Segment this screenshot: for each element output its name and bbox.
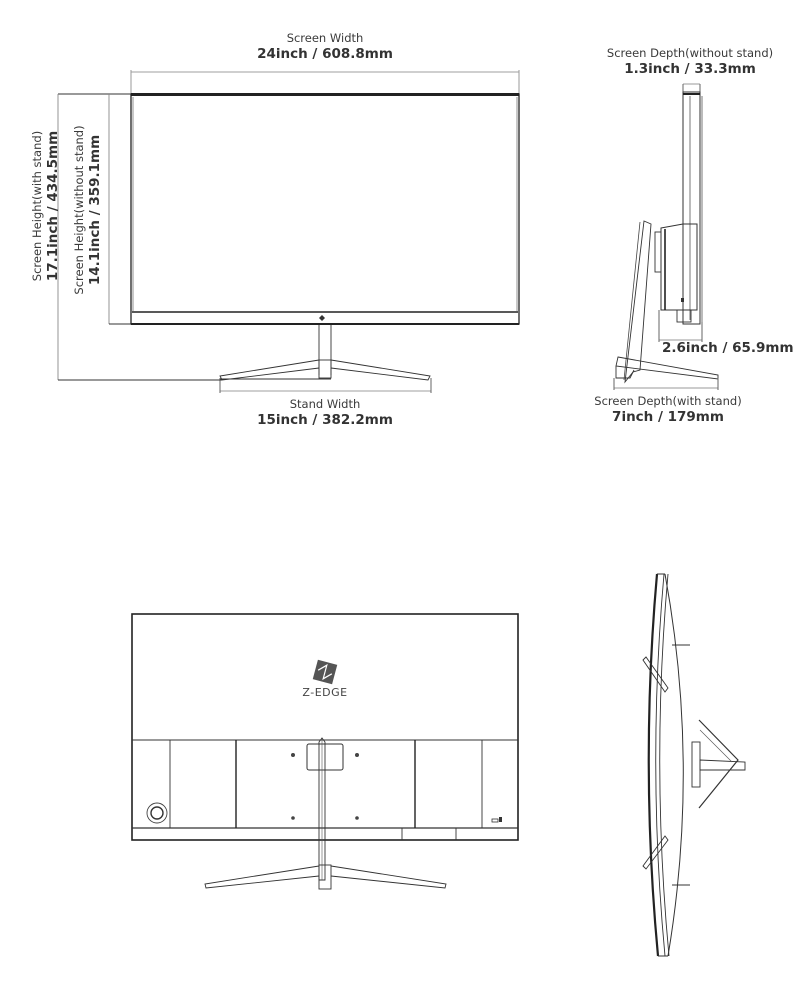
stand-base-depth-value: 2.6inch / 65.9mm bbox=[662, 340, 794, 356]
screen-depth-with-stand-title: Screen Depth(with stand) bbox=[594, 394, 742, 408]
stand-base-depth-label: 2.6inch / 65.9mm bbox=[662, 339, 802, 357]
front-view bbox=[57, 70, 520, 393]
screen-depth-without-stand-value: 1.3inch / 33.3mm bbox=[624, 61, 756, 77]
screen-width-label: Screen Width 24inch / 608.8mm bbox=[225, 31, 425, 63]
stand-width-title: Stand Width bbox=[289, 397, 361, 411]
screen-height-with-stand-label: Screen Height(with stand) 17.1inch / 434… bbox=[30, 96, 62, 316]
screen-width-value: 24inch / 608.8mm bbox=[257, 46, 393, 62]
screen-depth-with-stand-value: 7inch / 179mm bbox=[612, 409, 724, 425]
screen-height-without-stand-value: 14.1inch / 359.1mm bbox=[87, 134, 103, 286]
stand-width-value: 15inch / 382.2mm bbox=[257, 412, 393, 428]
screen-depth-without-stand-title: Screen Depth(without stand) bbox=[606, 46, 774, 60]
back-view bbox=[131, 613, 519, 890]
screen-depth-without-stand-label: Screen Depth(without stand) 1.3inch / 33… bbox=[590, 46, 790, 78]
screen-height-without-stand-label: Screen Height(without stand) 14.1inch / … bbox=[72, 100, 104, 320]
top-view bbox=[642, 573, 746, 957]
screen-height-with-stand-value: 17.1inch / 434.5mm bbox=[45, 130, 61, 282]
screen-height-without-stand-title: Screen Height(without stand) bbox=[72, 125, 86, 295]
screen-height-with-stand-title: Screen Height(with stand) bbox=[30, 130, 44, 282]
screen-width-title: Screen Width bbox=[286, 31, 364, 45]
side-view bbox=[613, 83, 719, 390]
stand-width-label: Stand Width 15inch / 382.2mm bbox=[225, 397, 425, 429]
screen-depth-with-stand-label: Screen Depth(with stand) 7inch / 179mm bbox=[568, 394, 768, 426]
brand-logo-text: Z-EDGE bbox=[302, 686, 348, 699]
